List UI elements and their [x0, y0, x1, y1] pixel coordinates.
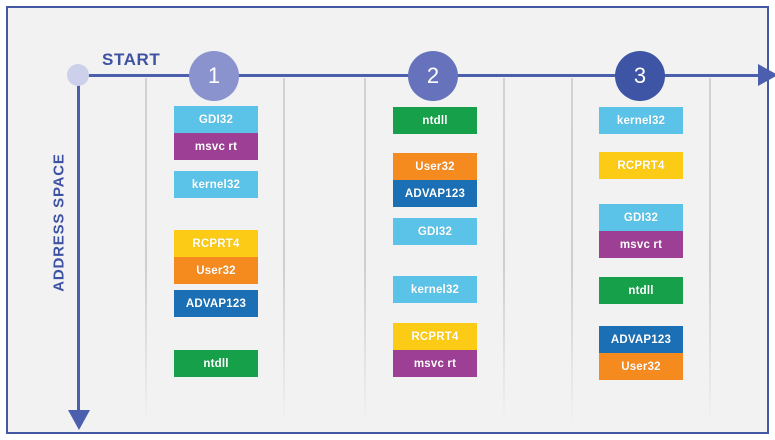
memory-block-label: msvc rt: [619, 238, 663, 251]
memory-block-label: GDI32: [623, 211, 659, 224]
memory-block[interactable]: RCPRT4: [393, 323, 477, 350]
step-marker-2[interactable]: 2: [408, 51, 458, 101]
address-space-axis: [77, 76, 80, 416]
memory-block[interactable]: msvc rt: [174, 133, 258, 160]
memory-block[interactable]: RCPRT4: [174, 230, 258, 257]
memory-block[interactable]: User32: [174, 257, 258, 284]
column-divider-2: [283, 78, 285, 423]
memory-block[interactable]: GDI32: [599, 204, 683, 231]
memory-block[interactable]: ADVAP123: [174, 290, 258, 317]
memory-block-label: User32: [621, 360, 661, 373]
origin-dot-icon: [67, 64, 89, 86]
memory-block-label: RCPRT4: [617, 159, 665, 172]
memory-block[interactable]: User32: [393, 153, 477, 180]
memory-block[interactable]: ntdll: [174, 350, 258, 377]
memory-block-label: User32: [415, 160, 455, 173]
memory-block-label: ntdll: [422, 114, 448, 127]
column-divider-5: [571, 78, 573, 423]
memory-block-label: ADVAP123: [404, 187, 466, 200]
memory-block[interactable]: msvc rt: [599, 231, 683, 258]
memory-block[interactable]: kernel32: [599, 107, 683, 134]
step-marker-1[interactable]: 1: [189, 51, 239, 101]
memory-block-label: User32: [196, 264, 236, 277]
column-divider-4: [503, 78, 505, 423]
step-marker-label: 1: [207, 63, 221, 88]
start-label: START: [102, 50, 161, 69]
memory-block[interactable]: GDI32: [393, 218, 477, 245]
memory-block-label: RCPRT4: [411, 330, 459, 343]
address-space-label: ADDRESS SPACE: [50, 153, 68, 292]
memory-block-label: ADVAP123: [185, 297, 247, 310]
memory-block[interactable]: RCPRT4: [599, 152, 683, 179]
memory-block-label: kernel32: [191, 178, 241, 191]
memory-block[interactable]: User32: [599, 353, 683, 380]
arrow-right-icon: [758, 64, 775, 86]
memory-block-label: ntdll: [628, 284, 654, 297]
memory-block-label: kernel32: [616, 114, 666, 127]
memory-block[interactable]: ADVAP123: [393, 180, 477, 207]
column-divider-6: [709, 78, 711, 423]
memory-block[interactable]: ADVAP123: [599, 326, 683, 353]
memory-block[interactable]: kernel32: [174, 171, 258, 198]
memory-block-label: kernel32: [410, 283, 460, 296]
memory-block[interactable]: GDI32: [174, 106, 258, 133]
diagram-plate: START ADDRESS SPACE 1 2 3 GDI32 msvc rt kern…: [14, 14, 775, 430]
memory-block-label: msvc rt: [194, 140, 238, 153]
step-marker-label: 2: [426, 63, 440, 88]
memory-block-label: GDI32: [417, 225, 453, 238]
column-divider-1: [145, 78, 147, 423]
memory-block-label: ADVAP123: [610, 333, 672, 346]
arrow-down-icon: [68, 410, 90, 430]
memory-block[interactable]: kernel32: [393, 276, 477, 303]
step-marker-3[interactable]: 3: [615, 51, 665, 101]
memory-block-label: GDI32: [198, 113, 234, 126]
memory-block-label: ntdll: [203, 357, 229, 370]
memory-block[interactable]: ntdll: [599, 277, 683, 304]
memory-block-label: msvc rt: [413, 357, 457, 370]
step-marker-label: 3: [633, 63, 647, 88]
memory-block-label: RCPRT4: [192, 237, 240, 250]
column-divider-3: [364, 78, 366, 423]
memory-block[interactable]: msvc rt: [393, 350, 477, 377]
memory-block[interactable]: ntdll: [393, 107, 477, 134]
